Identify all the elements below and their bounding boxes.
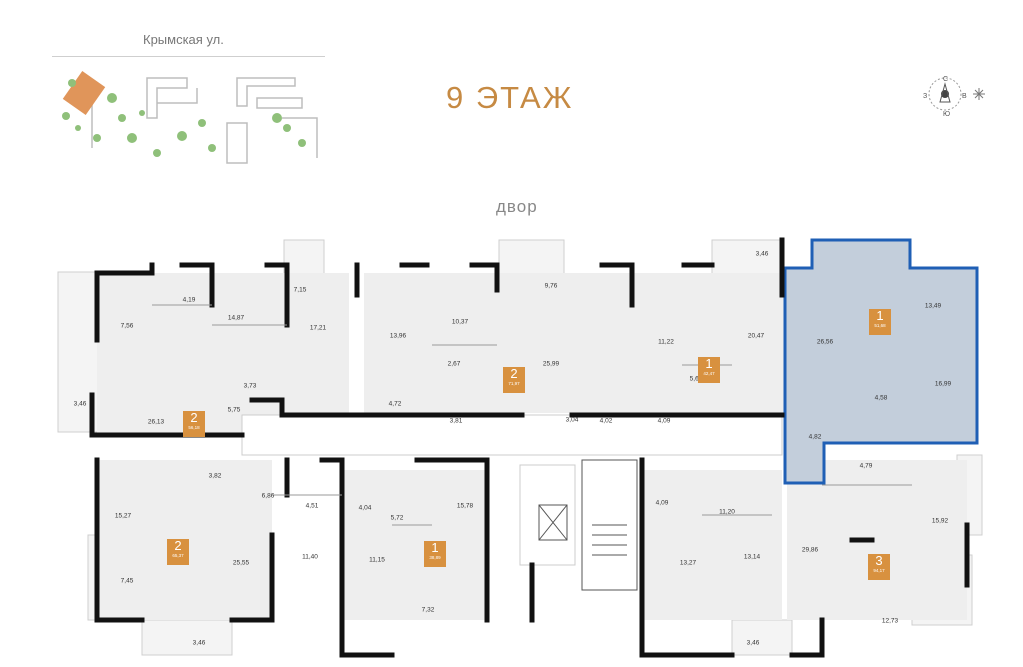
area-label: 3,82 [208, 472, 222, 480]
area-label: 7,32 [421, 606, 435, 614]
unit-total-area: 65,37 [172, 553, 184, 558]
unit-rooms: 1 [876, 308, 884, 323]
unit-rooms: 2 [174, 538, 182, 553]
area-label: 7,56 [120, 322, 134, 330]
unit-rooms: 1 [705, 356, 713, 371]
area-label: 7,45 [120, 577, 134, 585]
floor-plan [57, 237, 983, 658]
walls [89, 237, 970, 658]
unit-total-area: 51,68 [874, 323, 886, 328]
compass-south: Ю [943, 111, 950, 118]
area-label: 3,46 [73, 400, 87, 408]
area-label: 4,19 [182, 296, 196, 304]
site-plan-thumbnail [62, 71, 318, 164]
unit-badge[interactable]: 2 56,18 [183, 411, 205, 437]
floor-title: 9 ЭТАЖ [446, 80, 574, 115]
street-label: Крымская ул. [143, 32, 224, 47]
area-label: 12,73 [881, 617, 899, 625]
area-label: 4,51 [305, 502, 319, 510]
unit-rooms: 3 [875, 553, 883, 568]
area-label: 4,04 [358, 504, 372, 512]
compass-icon: С В Ю З [923, 76, 985, 118]
area-label: 4,09 [655, 499, 669, 507]
area-label: 3,04 [565, 416, 579, 424]
yard-label: двор [496, 197, 538, 216]
area-label: 25,99 [542, 360, 560, 368]
area-label: 11,40 [302, 553, 318, 561]
area-label: 3,73 [243, 382, 257, 390]
area-label: 3,46 [755, 250, 769, 258]
area-label: 4,58 [874, 394, 888, 402]
unit-rooms: 2 [510, 366, 518, 381]
area-label: 3,46 [746, 639, 760, 647]
unit-total-area: 56,18 [188, 425, 200, 430]
area-label: 20,47 [747, 332, 765, 340]
corridor [241, 414, 783, 566]
area-label: 13,27 [679, 559, 697, 567]
area-label: 7,15 [293, 286, 307, 294]
area-label: 11,20 [719, 508, 735, 516]
area-label: 25,55 [232, 559, 250, 567]
area-label: 11,15 [369, 556, 385, 564]
area-label: 4,09 [657, 417, 671, 425]
area-label: 9,76 [544, 282, 558, 290]
area-label: 13,49 [924, 302, 942, 310]
highlighted-unit [783, 238, 979, 485]
unit-total-area: 42,47 [703, 371, 715, 376]
area-label: 4,02 [599, 417, 613, 425]
area-label: 29,86 [801, 546, 819, 554]
stairwell [538, 459, 638, 591]
area-label: 17,21 [309, 324, 327, 332]
area-label: 15,78 [456, 502, 474, 510]
area-label: 13,14 [743, 553, 761, 561]
unit-badge[interactable]: 1 42,47 [698, 357, 720, 383]
area-label: 5,75 [227, 406, 241, 414]
unit-fills [97, 273, 967, 620]
area-label: 4,82 [808, 433, 822, 441]
area-label: 3,46 [192, 639, 206, 647]
area-label: 11,22 [658, 338, 674, 346]
compass-east: В [962, 93, 967, 100]
area-label: 4,79 [859, 462, 873, 470]
unit-badge[interactable]: 1 38,89 [424, 541, 446, 567]
street-line [52, 56, 325, 57]
interior-lines [152, 304, 912, 526]
unit-rooms: 1 [431, 540, 439, 555]
area-label: 5,72 [390, 514, 404, 522]
area-label: 15,92 [931, 517, 949, 525]
area-label: 26,56 [816, 338, 834, 346]
area-label: 15,27 [114, 512, 132, 520]
unit-total-area: 94,17 [873, 568, 885, 573]
unit-total-area: 38,89 [429, 555, 441, 560]
unit-badge[interactable]: 3 94,17 [868, 554, 890, 580]
area-label: 3,81 [449, 417, 463, 425]
area-label: 5,65 [689, 375, 703, 383]
area-label: 4,72 [388, 400, 402, 408]
unit-badge-selected[interactable]: 1 51,68 [869, 309, 891, 335]
unit-badge[interactable]: 2 65,37 [167, 539, 189, 565]
area-label: 14,87 [227, 314, 245, 322]
unit-badge[interactable]: 2 71,97 [503, 367, 525, 393]
area-label: 16,99 [934, 380, 952, 388]
unit-rooms: 2 [190, 410, 198, 425]
area-label: 26,13 [147, 418, 165, 426]
area-label: 13,96 [389, 332, 407, 340]
area-label: 6,86 [261, 492, 275, 500]
unit-total-area: 71,97 [508, 381, 520, 386]
compass-north: С [943, 76, 948, 83]
area-label: 2,67 [447, 360, 461, 368]
area-label: 10,37 [451, 318, 469, 326]
compass-west: З [923, 93, 927, 100]
